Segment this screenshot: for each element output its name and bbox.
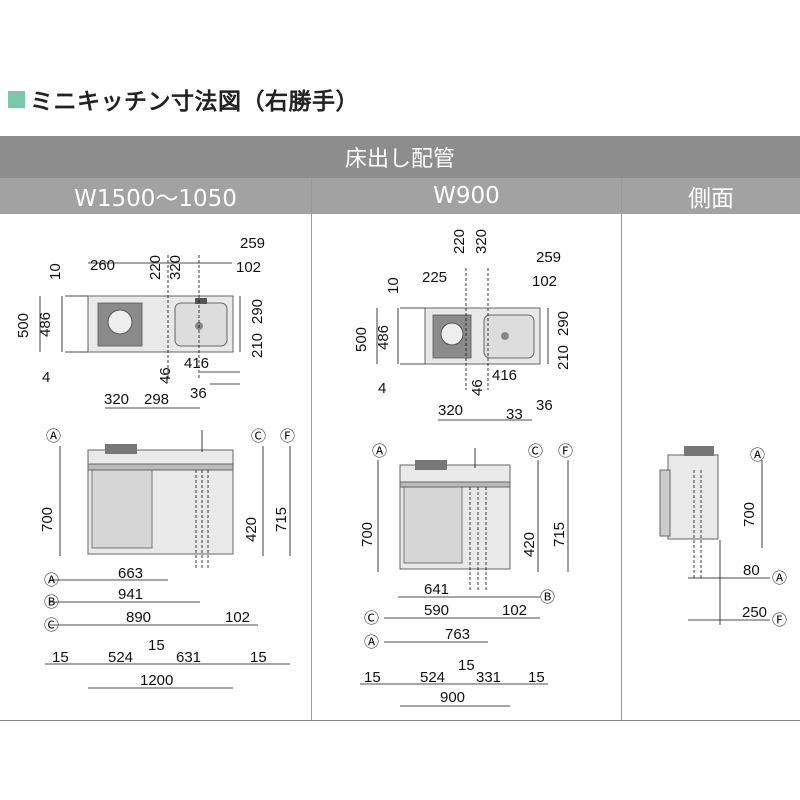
dim-text: 290 [249,299,266,324]
dim-text: 715 [273,507,290,532]
marker-f: Ⓕ [772,612,787,629]
marker-c: Ⓒ [44,617,59,634]
dim-text: 15 [528,669,545,686]
dim-text: 15 [148,637,165,654]
dim-text: 900 [440,689,465,706]
dim-text: 36 [536,397,553,414]
dim-text: 15 [458,657,475,674]
marker-a: Ⓐ [364,634,379,651]
dim-text: 420 [243,517,260,542]
dimension-table: 床出し配管 W1500〜1050 W900 側面 [0,136,800,721]
dim-text: 10 [47,263,64,280]
header-w1500-1050: W1500〜1050 [0,178,311,214]
marker-a: Ⓐ [750,447,765,464]
dim-text: 1200 [140,672,173,689]
front-view-w1500 [45,430,291,689]
dim-text: 36 [190,385,207,402]
dim-text: 298 [144,391,169,408]
marker-b: Ⓑ [44,594,59,611]
dim-text: 46 [157,367,174,384]
marker-f: Ⓕ [280,428,295,445]
dim-text: 80 [743,562,760,579]
marker-c: Ⓒ [364,610,379,627]
dim-text: 260 [90,257,115,274]
dim-text: 259 [240,235,265,252]
dim-text: 890 [126,609,151,626]
dim-text: 486 [375,325,392,350]
dim-text: 590 [424,602,449,619]
side-view [659,446,770,625]
dim-text: 33 [506,406,523,423]
dim-text: 210 [555,345,572,370]
dim-text: 4 [378,380,386,397]
heading-square-icon [8,90,25,108]
dim-text: 102 [532,273,557,290]
dim-text: 102 [225,609,250,626]
dim-text: 416 [492,367,517,384]
dim-text: 15 [52,649,69,666]
dim-text: 15 [250,649,267,666]
header-floor-piping: 床出し配管 [0,136,800,178]
marker-c: Ⓒ [528,443,543,460]
dim-text: 220 [451,229,468,254]
column-divider [311,178,312,720]
marker-a: Ⓐ [44,572,59,589]
dim-text: 420 [521,532,538,557]
dim-text: 320 [104,391,129,408]
marker-f: Ⓕ [558,443,573,460]
header-w900: W900 [312,178,621,214]
column-divider [621,178,622,720]
dim-text: 320 [473,229,490,254]
dim-text: 500 [15,313,32,338]
dim-text: 700 [359,522,376,547]
dim-text: 700 [741,502,758,527]
dim-text: 225 [422,269,447,286]
dim-text: 259 [536,249,561,266]
section-heading: ミニキッチン寸法図（右勝手） [8,84,359,115]
dim-text: 102 [236,259,261,276]
dim-text: 416 [184,355,209,372]
plan-view-w1500 [39,255,241,409]
dim-text: 102 [502,602,527,619]
dim-text: 500 [353,327,370,352]
header-side: 側面 [622,178,800,214]
dim-text: 524 [420,669,445,686]
dim-text: 250 [742,604,767,621]
dim-text: 641 [424,581,449,598]
plan-view-w900 [376,268,549,421]
dim-text: 715 [551,522,568,547]
dim-text: 486 [37,312,54,337]
dim-text: 663 [118,565,143,582]
dim-text: 331 [476,669,501,686]
dim-text: 4 [42,369,50,386]
front-view-w900 [360,448,569,707]
marker-a: Ⓐ [46,428,61,445]
marker-a: Ⓐ [772,570,787,587]
marker-c: Ⓒ [251,428,266,445]
dim-text: 320 [438,402,463,419]
dim-text: 15 [364,669,381,686]
dim-text: 631 [176,649,201,666]
dim-text: 46 [469,379,486,396]
dim-text: 320 [167,255,184,280]
dim-text: 10 [385,277,402,294]
dim-text: 524 [108,649,133,666]
marker-b: Ⓑ [540,589,555,606]
dim-text: 210 [249,333,266,358]
dim-text: 290 [555,311,572,336]
heading-title: ミニキッチン寸法図（右勝手） [30,89,359,115]
dim-text: 941 [118,586,143,603]
dim-text: 700 [39,507,56,532]
dim-text: 763 [445,626,470,643]
marker-a: Ⓐ [372,443,387,460]
dim-text: 220 [147,255,164,280]
